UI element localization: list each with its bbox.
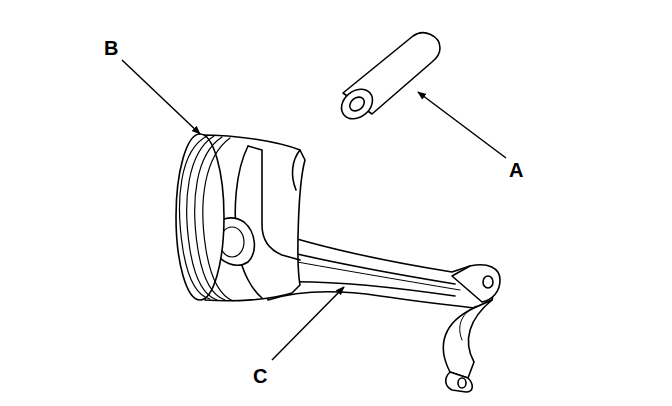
part-letter: A — [509, 160, 523, 180]
leader-lines — [122, 60, 506, 360]
part-letter: C — [253, 366, 267, 386]
piston-pin — [336, 33, 440, 125]
part-letter: B — [104, 38, 118, 58]
piston — [176, 134, 305, 301]
